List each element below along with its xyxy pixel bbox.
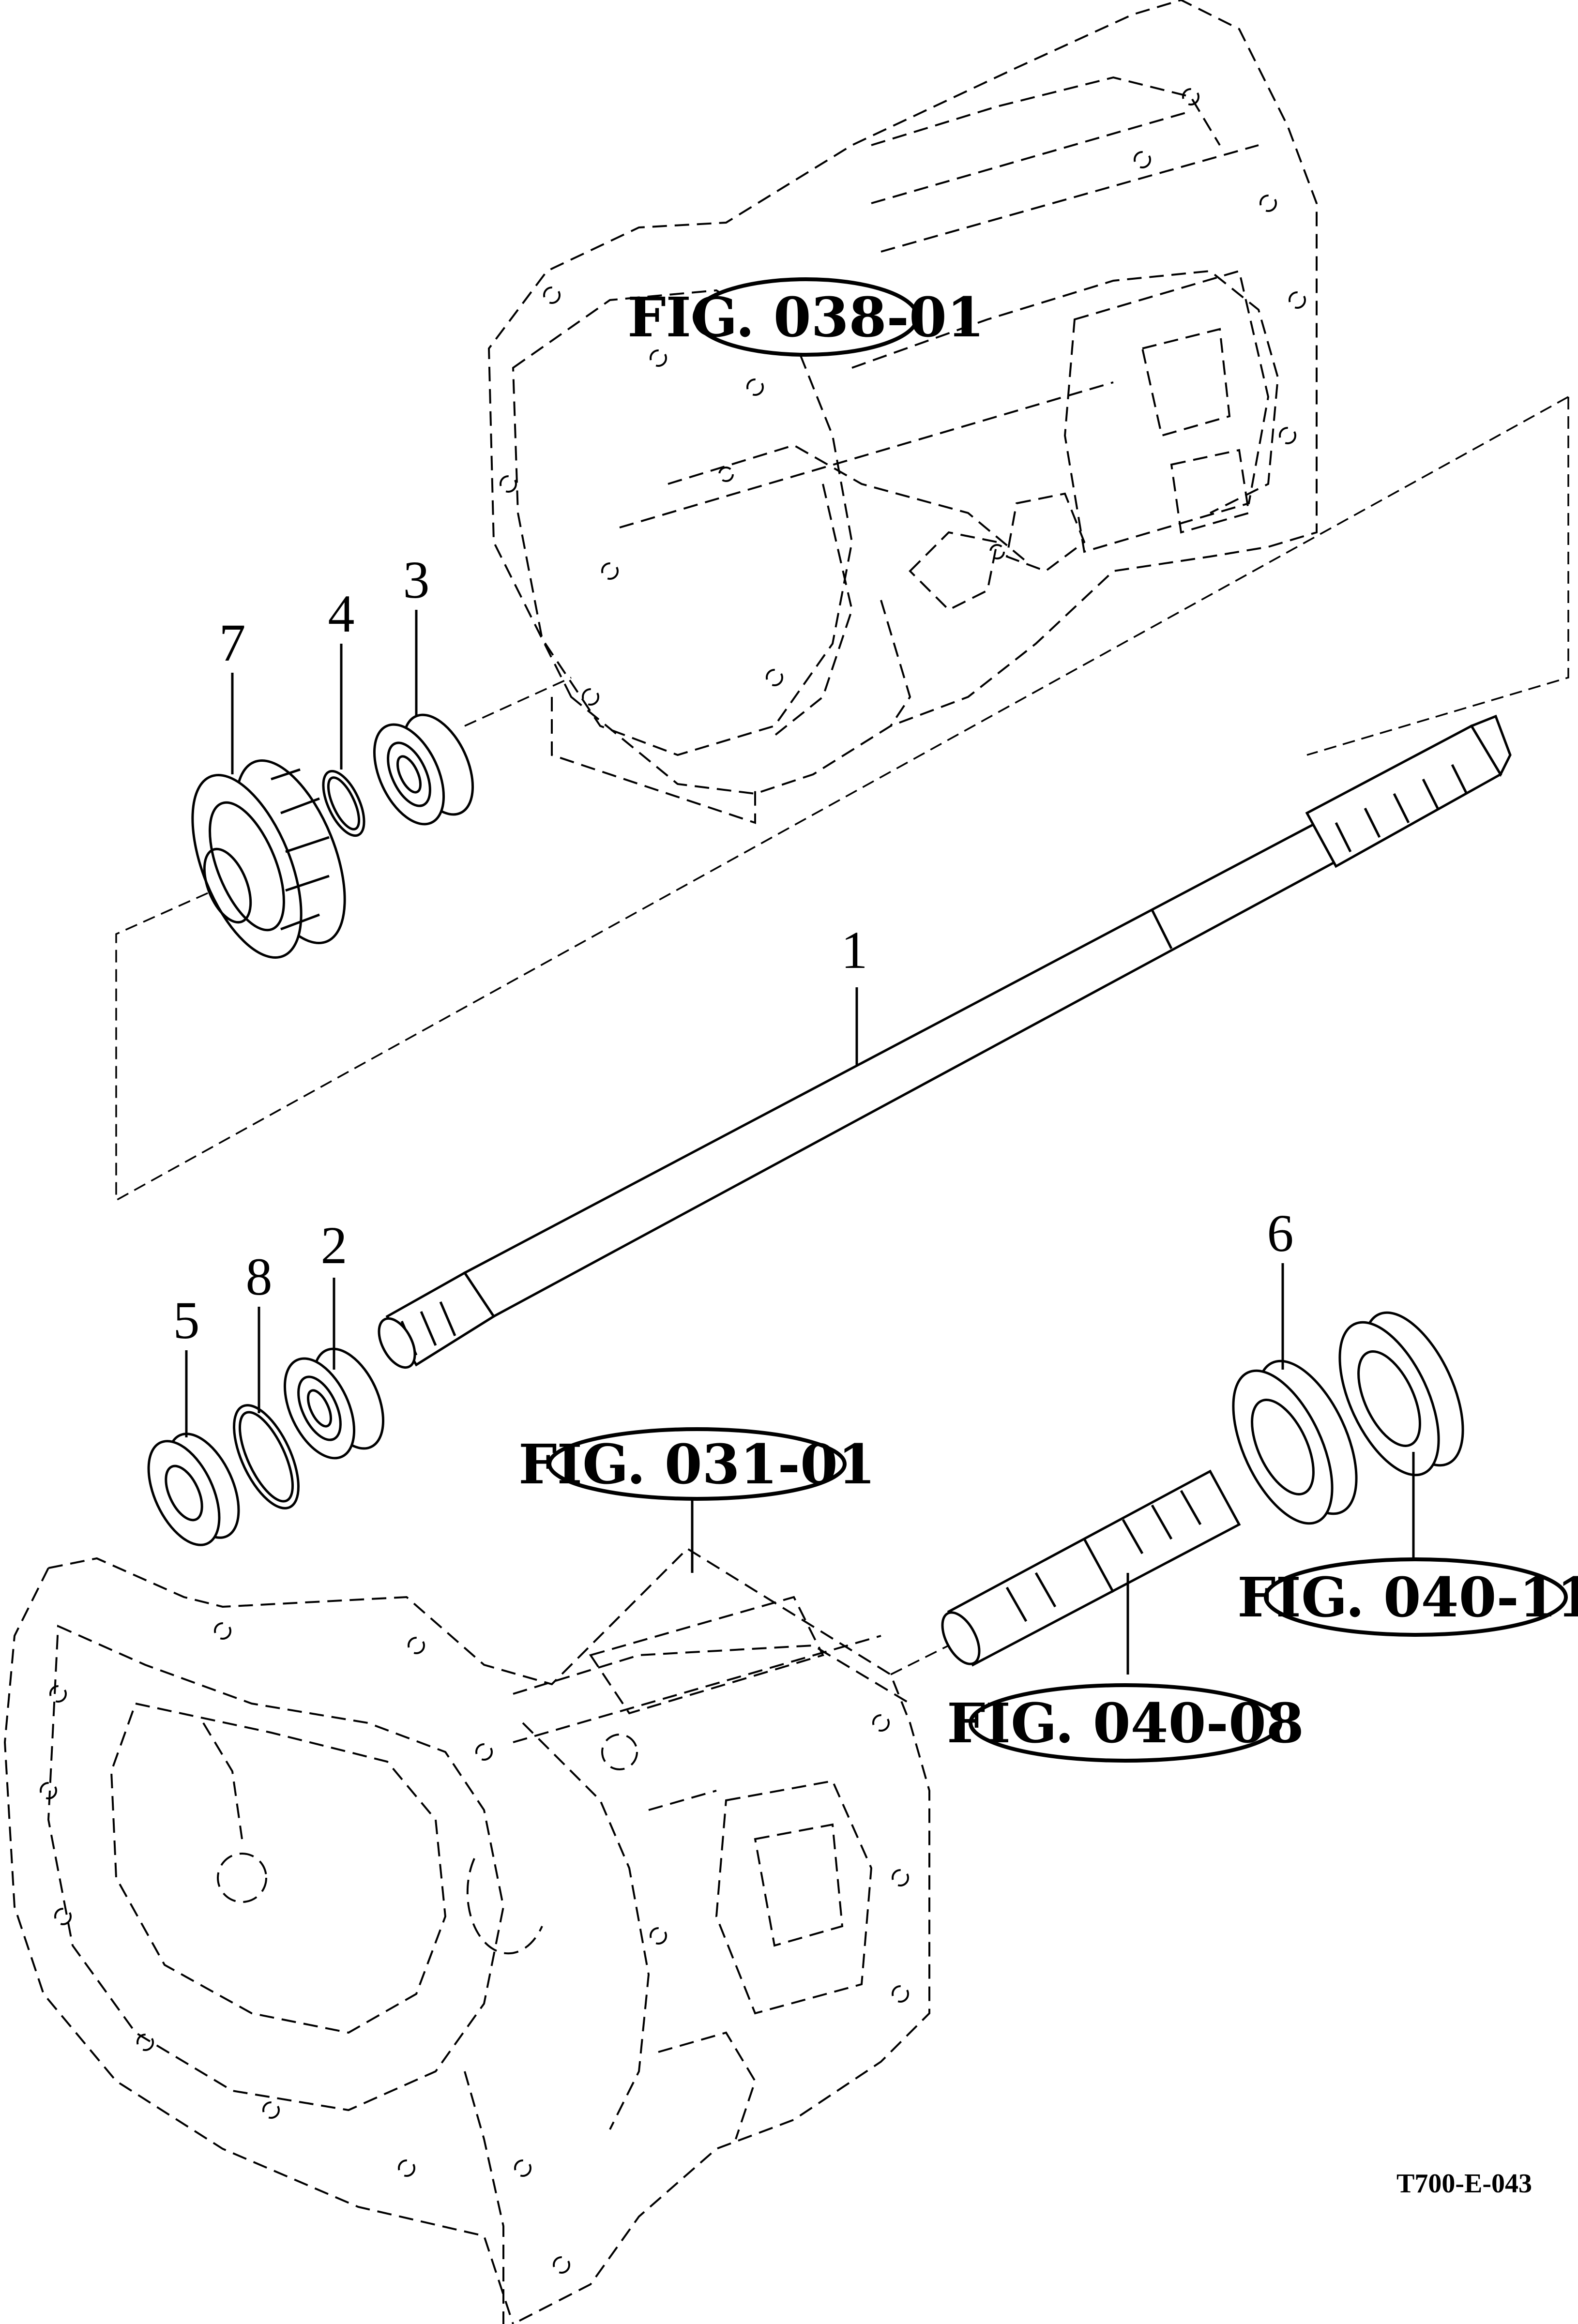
shaft-part-1 xyxy=(378,714,1512,1369)
part-number-8: 8 xyxy=(246,1247,273,1306)
fig-ref-label: FIG. 031-01 xyxy=(518,1433,876,1496)
gear-part-6 xyxy=(1232,1359,1358,1525)
figure-reference-040-08[interactable]: FIG. 040-08 xyxy=(947,1683,1304,1763)
figure-reference-038-01[interactable]: FIG. 038-01 xyxy=(627,277,985,357)
snap-ring-part-8 xyxy=(233,1404,300,1509)
part-number-5: 5 xyxy=(173,1291,200,1350)
drawing-code: T700-E-043 xyxy=(1396,2169,1532,2199)
bearing-part-2 xyxy=(283,1347,385,1460)
assembly-alignment-lines xyxy=(115,396,1569,1675)
bearing-part-3 xyxy=(373,713,474,826)
part-number-2: 2 xyxy=(321,1216,348,1275)
part-number-4: 4 xyxy=(328,584,355,643)
seal-part-5 xyxy=(147,1433,240,1546)
gear-fig-040-11 xyxy=(1338,1311,1464,1477)
part-number-3: 3 xyxy=(403,550,430,609)
fig-ref-label: FIG. 040-08 xyxy=(947,1692,1304,1755)
fig-ref-label: FIG. 040-11 xyxy=(1237,1566,1578,1630)
part-number-1: 1 xyxy=(841,921,868,980)
upper-transmission-housing xyxy=(487,0,1318,824)
leader-lines xyxy=(185,610,1415,1675)
part-number-6: 6 xyxy=(1267,1204,1294,1263)
snap-ring-part-4 xyxy=(322,770,365,837)
lower-transmission-housing xyxy=(3,1547,930,2324)
splined-shaft-fig-040-08 xyxy=(941,1469,1241,1667)
figure-reference-040-11[interactable]: FIG. 040-11 xyxy=(1237,1557,1578,1637)
part-number-7: 7 xyxy=(219,613,246,672)
figure-reference-031-01[interactable]: FIG. 031-01 xyxy=(518,1427,876,1501)
part-number-labels: 1 2 3 4 5 6 7 8 xyxy=(173,550,1294,1350)
gear-part-7 xyxy=(191,759,346,959)
fig-ref-label: FIG. 038-01 xyxy=(627,286,985,349)
